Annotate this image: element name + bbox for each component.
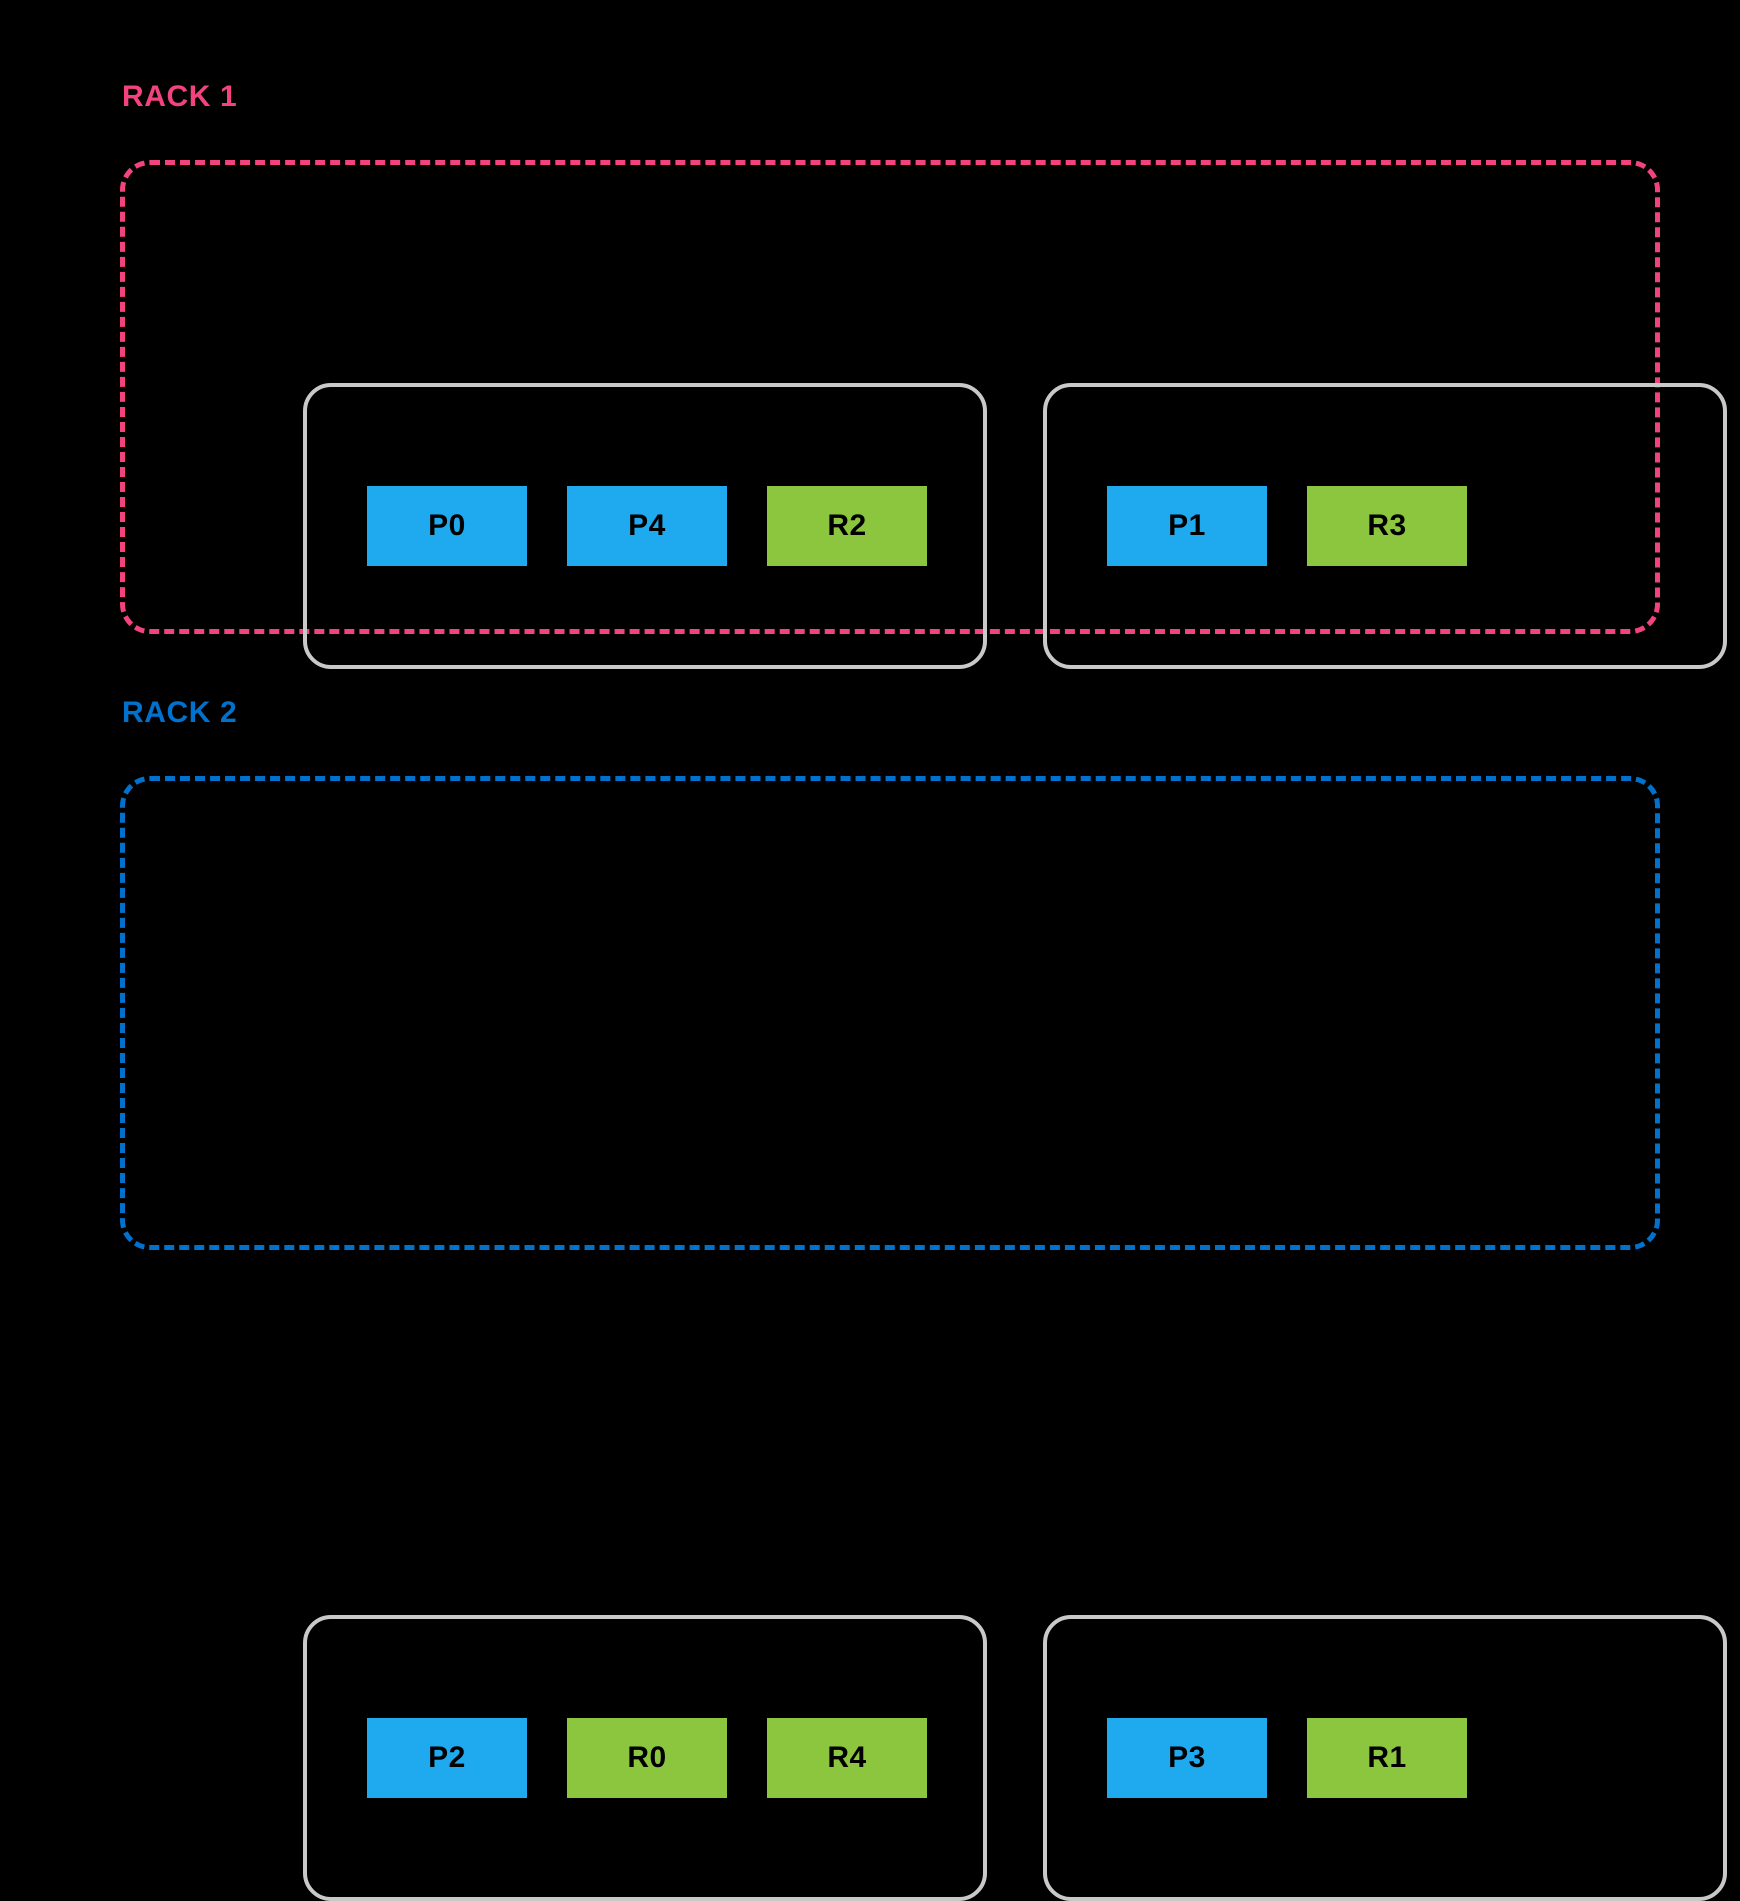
rack-1-node-b-chips: P1 R3 xyxy=(1107,486,1467,566)
chip-p1[interactable]: P1 xyxy=(1107,486,1267,566)
chip-p0[interactable]: P0 xyxy=(367,486,527,566)
chip-p3[interactable]: P3 xyxy=(1107,1718,1267,1798)
rack-2-node-b-chips: P3 R1 xyxy=(1107,1718,1467,1798)
rack-1-container: P0 P4 R2 P1 R3 xyxy=(120,160,1727,669)
rack-2-label: RACK 2 xyxy=(122,696,238,729)
chip-r2[interactable]: R2 xyxy=(767,486,927,566)
rack-1-node-a: P0 P4 R2 xyxy=(303,383,987,669)
rack-1-node-b: P1 R3 xyxy=(1043,383,1727,669)
rack-2-node-b: P3 R1 xyxy=(1043,1615,1727,1901)
chip-p4[interactable]: P4 xyxy=(567,486,727,566)
rack-1-node-a-chips: P0 P4 R2 xyxy=(367,486,927,566)
chip-p2[interactable]: P2 xyxy=(367,1718,527,1798)
chip-r0[interactable]: R0 xyxy=(567,1718,727,1798)
rack-2-container: P2 R0 R4 P3 R1 xyxy=(120,776,1727,1901)
rack-2-node-a-chips: P2 R0 R4 xyxy=(367,1718,927,1798)
chip-r3[interactable]: R3 xyxy=(1307,486,1467,566)
rack-2-node-a: P2 R0 R4 xyxy=(303,1615,987,1901)
rack-1-label: RACK 1 xyxy=(122,80,238,113)
chip-r1[interactable]: R1 xyxy=(1307,1718,1467,1798)
chip-r4[interactable]: R4 xyxy=(767,1718,927,1798)
diagram-canvas: RACK 1 P0 P4 R2 P1 R3 RACK 2 P2 R0 R4 xyxy=(120,80,1727,1901)
